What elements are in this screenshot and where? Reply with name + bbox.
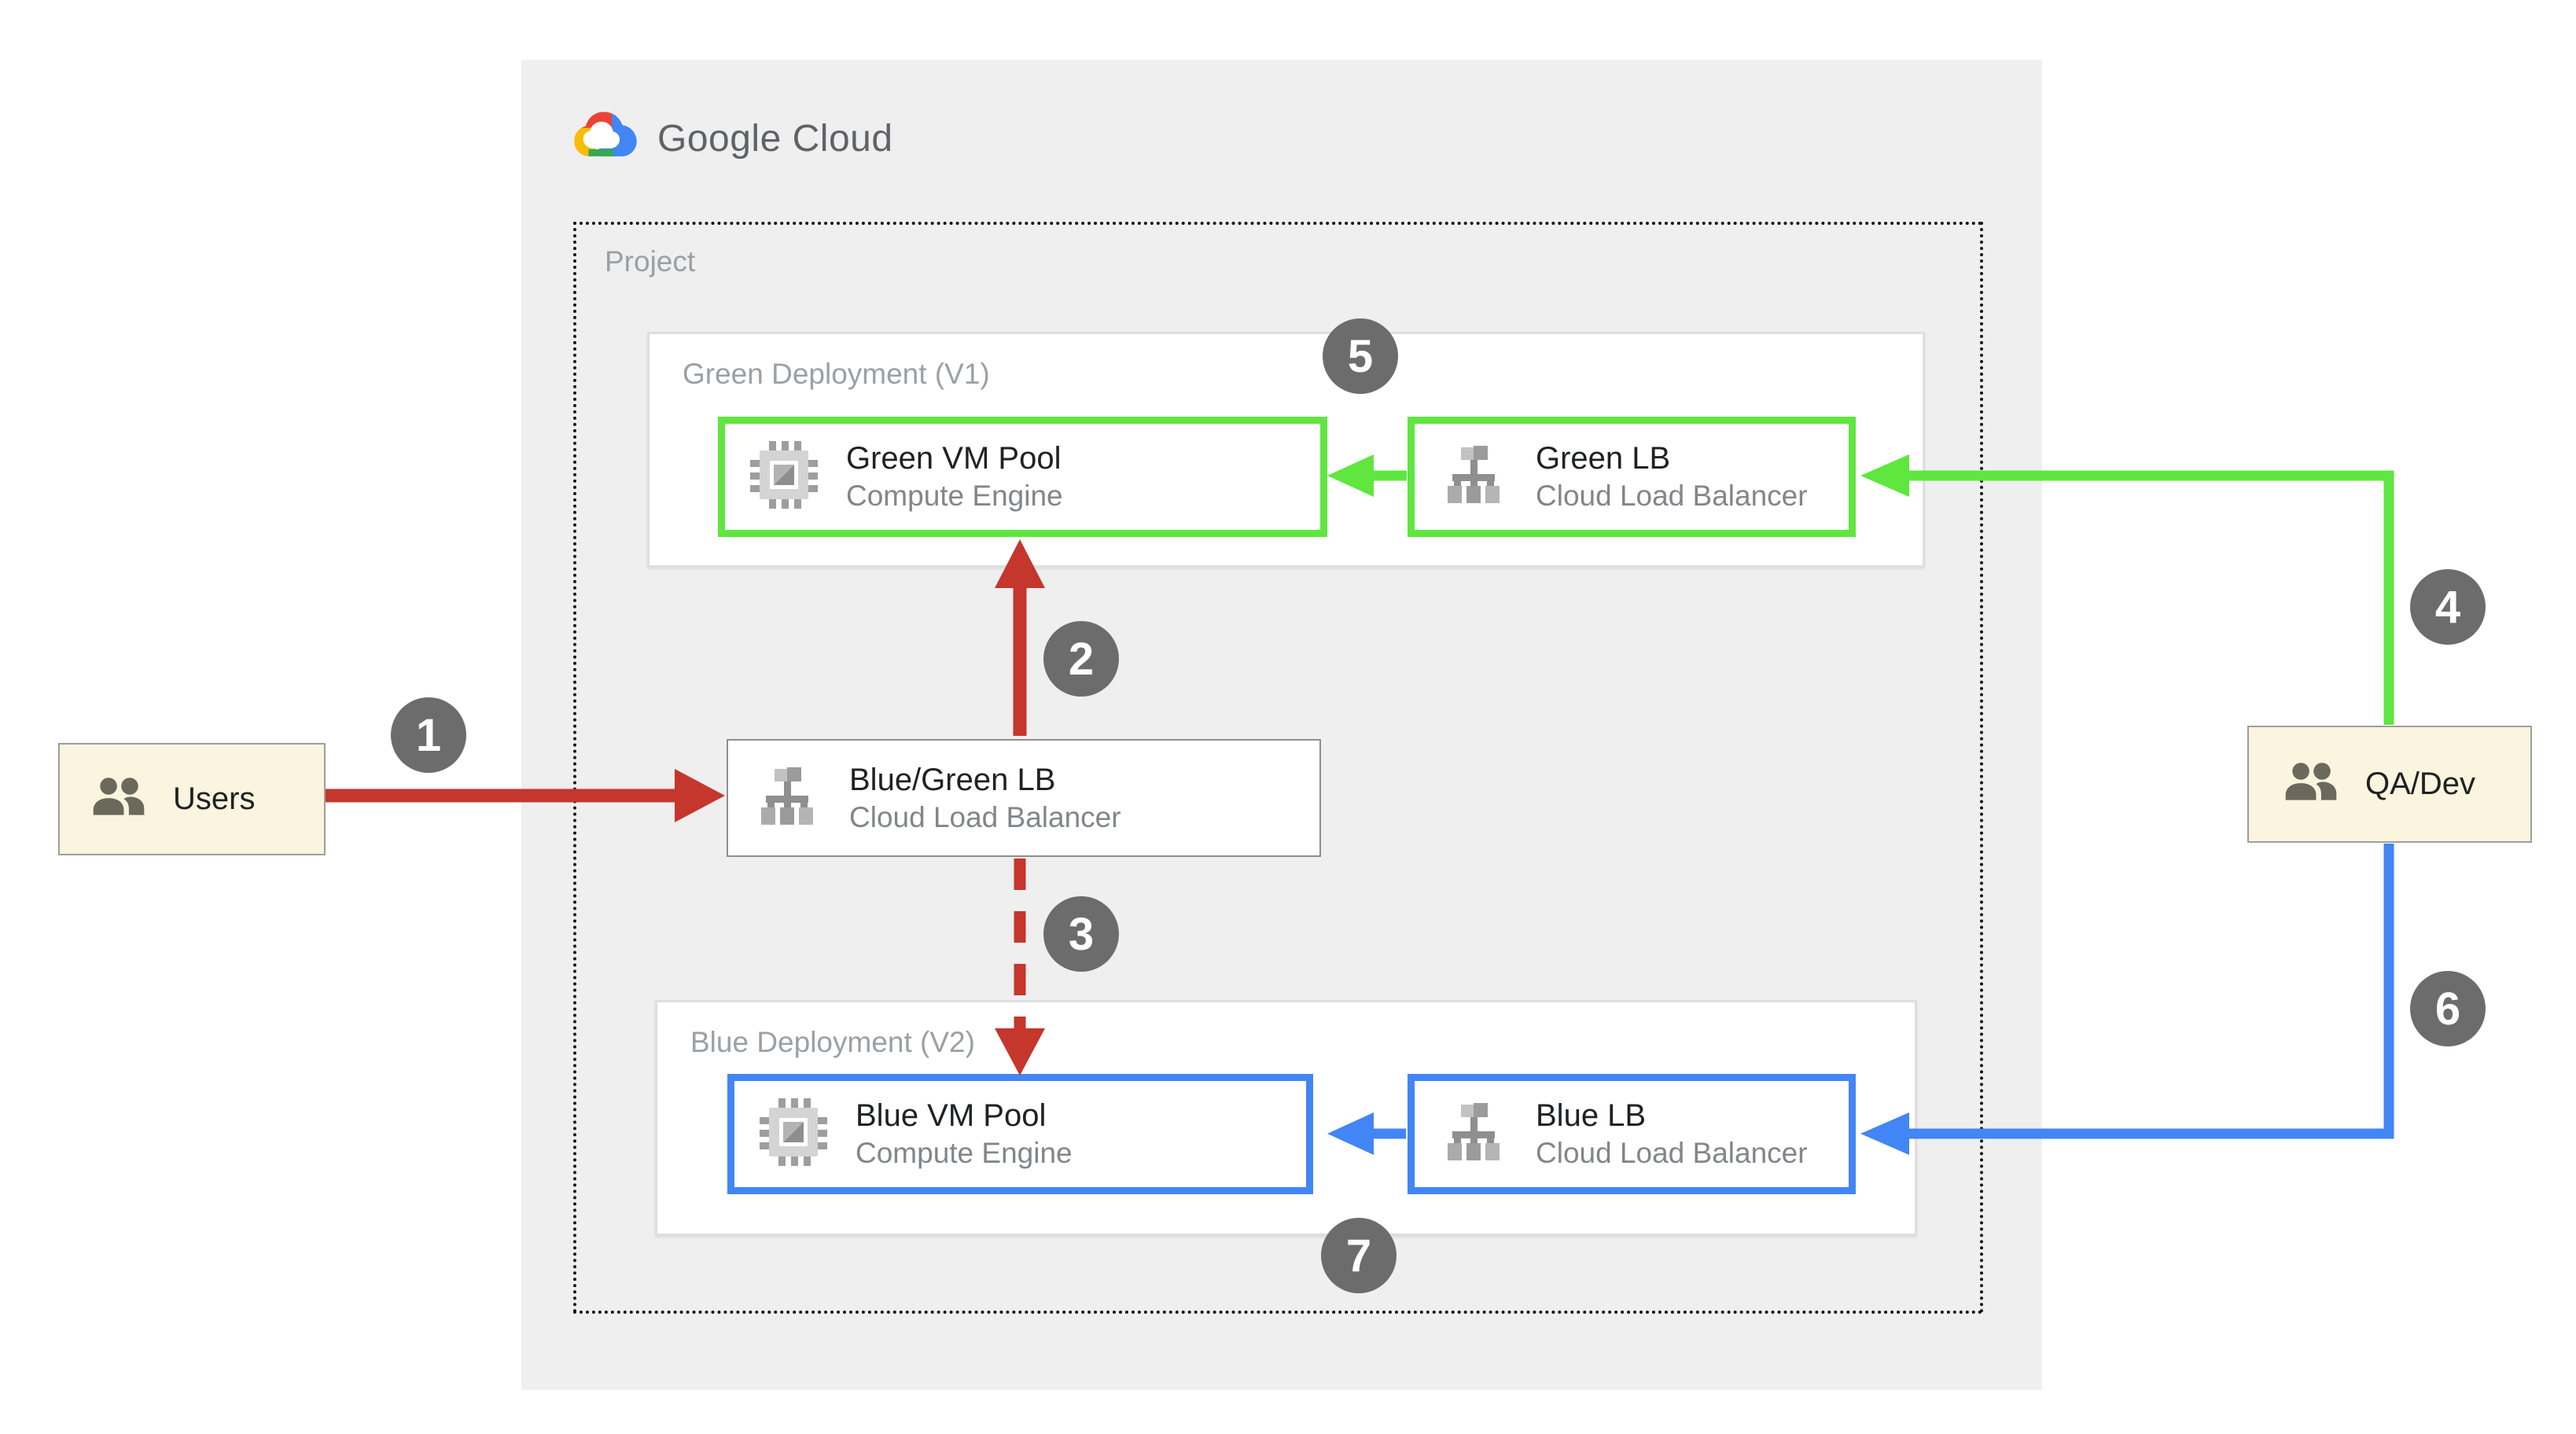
users-label: Users: [173, 781, 256, 816]
node-blue-vm-pool: Blue VM Pool Compute Engine: [727, 1074, 1313, 1194]
project-label: Project: [605, 245, 696, 278]
users-box: Users: [58, 743, 326, 855]
step-badge-6: 6: [2410, 971, 2486, 1046]
node-blue-lb: Blue LB Cloud Load Balancer: [1408, 1074, 1856, 1194]
google-cloud-icon: [572, 110, 638, 167]
node-title: Blue LB: [1536, 1098, 1647, 1134]
google-cloud-logo: Google Cloud: [572, 110, 893, 167]
step-badge-7: 7: [1321, 1218, 1397, 1293]
step-badge-4: 4: [2410, 569, 2486, 645]
load-balancer-icon: [1440, 1098, 1507, 1170]
node-title: Green VM Pool: [846, 441, 1062, 476]
node-subtitle: Compute Engine: [846, 480, 1063, 513]
node-title: Blue VM Pool: [856, 1098, 1047, 1134]
load-balancer-icon: [753, 763, 821, 834]
node-subtitle: Cloud Load Balancer: [849, 800, 1121, 833]
node-green-vm-pool: Green VM Pool Compute Engine: [718, 417, 1327, 537]
step-badge-1: 1: [391, 697, 466, 773]
blue-deployment-label: Blue Deployment (V2): [690, 1026, 975, 1058]
step-badge-5: 5: [1323, 318, 1398, 394]
project-boundary: Project: [573, 222, 1983, 1314]
users-icon: [2283, 760, 2339, 808]
load-balancer-icon: [1440, 441, 1507, 513]
step-badge-2: 2: [1043, 621, 1119, 697]
compute-engine-icon: [760, 1098, 827, 1170]
node-subtitle: Cloud Load Balancer: [1536, 1137, 1808, 1170]
step-badge-3: 3: [1043, 896, 1119, 972]
green-deployment-label: Green Deployment (V1): [683, 358, 990, 390]
node-subtitle: Compute Engine: [856, 1137, 1073, 1170]
qadev-label: QA/Dev: [2365, 767, 2476, 801]
node-title: Green LB: [1536, 441, 1671, 476]
users-icon: [91, 775, 146, 823]
node-bluegreen-lb: Blue/Green LB Cloud Load Balancer: [727, 739, 1321, 857]
node-subtitle: Cloud Load Balancer: [1536, 480, 1808, 513]
node-green-lb: Green LB Cloud Load Balancer: [1408, 417, 1856, 537]
google-cloud-logo-text: Google Cloud: [657, 118, 893, 160]
qadev-box: QA/Dev: [2247, 726, 2532, 843]
node-title: Blue/Green LB: [849, 762, 1056, 797]
compute-engine-icon: [750, 441, 818, 513]
